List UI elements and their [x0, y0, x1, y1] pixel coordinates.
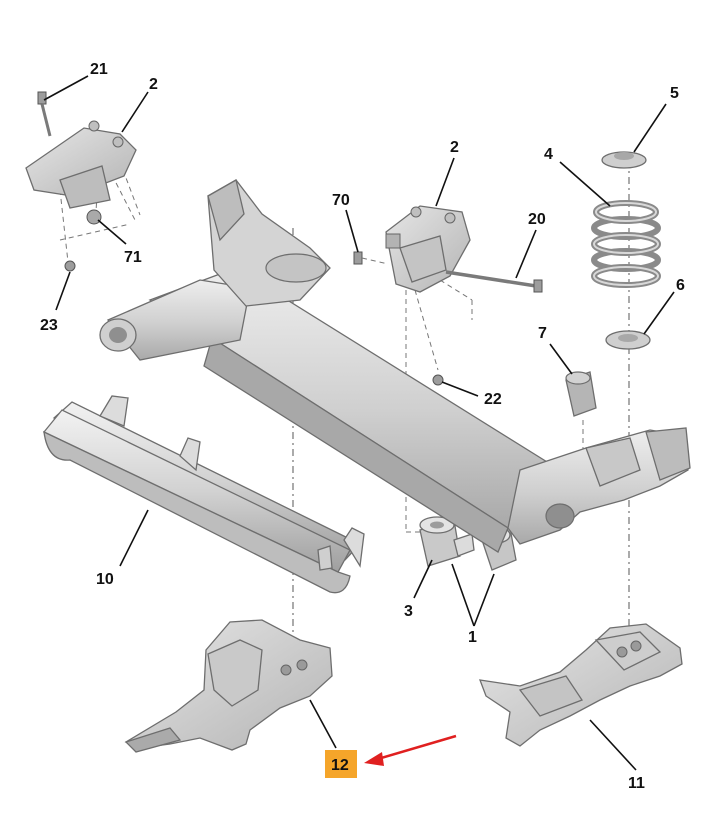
label-22: 22: [484, 391, 502, 408]
label-3: 3: [404, 603, 413, 620]
part-labels: 21 2 71 23 70 2 20 22 4 5 6 7 10 3 1 12 …: [40, 61, 685, 792]
label-10: 10: [96, 571, 114, 588]
label-23: 23: [40, 317, 58, 334]
part-71-nut: [86, 209, 102, 225]
part-23-screw: [64, 260, 76, 272]
leader-lines: [43, 75, 675, 771]
label-21: 21: [90, 61, 108, 78]
label-71: 71: [124, 249, 142, 266]
label-20: 20: [528, 211, 546, 228]
part-2-left-bracket: [25, 120, 137, 209]
part-3-bushing: [419, 516, 475, 567]
part-11-shield-plate: [479, 623, 683, 747]
label-2-left: 2: [149, 76, 158, 93]
part-12-shield-plate: [124, 619, 333, 753]
part-10-heat-shield: [42, 395, 365, 594]
part-4-coil-spring: [591, 200, 661, 288]
label-11: 11: [628, 775, 645, 792]
label-70: 70: [332, 192, 350, 209]
part-5-spring-seat-top: [601, 151, 647, 169]
part-2-center-bracket: [385, 205, 471, 293]
label-12: 12: [331, 757, 349, 774]
label-1: 1: [468, 629, 477, 646]
part-7-bump-stop: [565, 371, 597, 417]
label-2-center: 2: [450, 139, 459, 156]
red-arrow: [364, 734, 457, 766]
label-7: 7: [538, 325, 547, 342]
part-20-long-bolt: [445, 270, 543, 293]
label-5: 5: [670, 85, 679, 102]
highlight-box-12: [325, 750, 357, 778]
part-22-screw: [432, 374, 444, 386]
rear-axle-beam: [99, 179, 691, 553]
part-6-spring-seat-bottom: [605, 330, 651, 350]
label-6: 6: [676, 277, 685, 294]
label-4: 4: [544, 146, 553, 163]
part-70-bolt: [353, 251, 389, 265]
